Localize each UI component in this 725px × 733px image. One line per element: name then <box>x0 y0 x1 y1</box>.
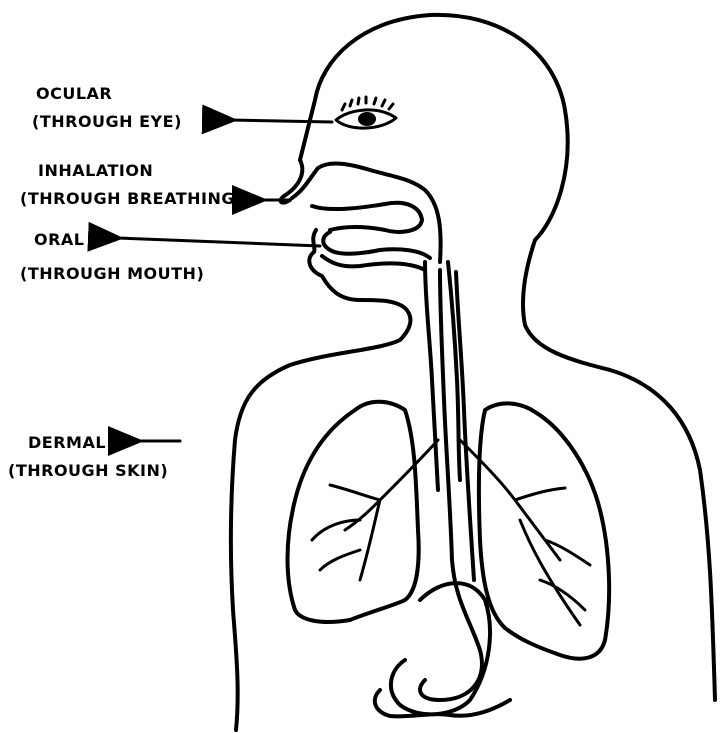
dermal-detail: (THROUGH SKIN) <box>8 463 168 479</box>
right-lung <box>479 403 609 658</box>
inhalation-title: INHALATION <box>38 163 153 179</box>
ocular-title: OCULAR <box>36 86 112 102</box>
oral-detail: (THROUGH MOUTH) <box>20 266 204 282</box>
ocular-arrow <box>232 120 332 122</box>
left-lung <box>288 402 419 622</box>
oral-cavity <box>322 232 430 270</box>
dermal-title: DERMAL <box>28 435 106 451</box>
ocular-detail: (THROUGH EYE) <box>32 114 182 130</box>
oral-arrow <box>118 238 320 246</box>
eye-pupil <box>358 112 376 126</box>
eyelashes <box>342 97 393 110</box>
oral-title: ORAL <box>34 232 85 248</box>
inhalation-detail: (THROUGH BREATHING) <box>20 191 243 207</box>
